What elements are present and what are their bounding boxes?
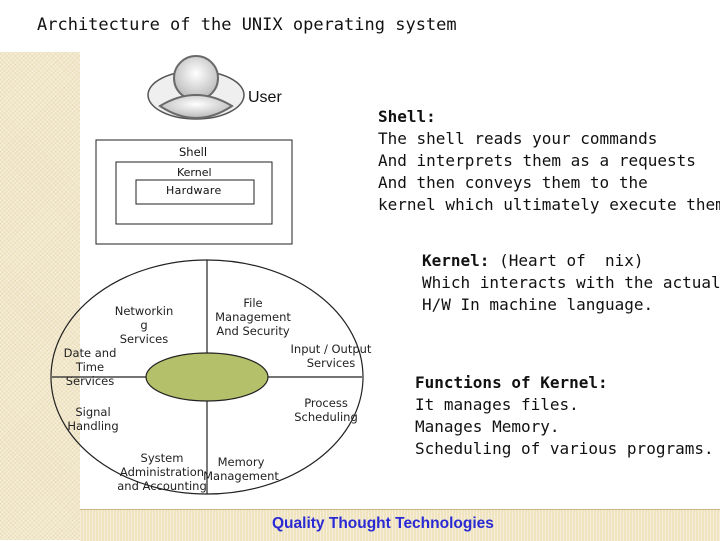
hardware-layer-label: Hardware xyxy=(166,184,222,197)
user-icon xyxy=(147,55,245,120)
shell-layer-label: Shell xyxy=(179,145,208,159)
footer-brand: Quality Thought Technologies xyxy=(272,515,494,532)
shell-note-heading: Shell: xyxy=(378,107,436,126)
kernel-functions-note: Functions of Kernel: It manages files. M… xyxy=(415,373,714,458)
title-strip xyxy=(0,0,640,52)
wheel-spokes xyxy=(52,260,362,494)
slide-title: Architecture of the UNIX operating syste… xyxy=(37,15,457,35)
kernel-note-heading: Kernel: xyxy=(422,251,490,270)
kernel-note: Kernel: (Heart of nix) Which interacts w… xyxy=(422,251,720,314)
kernel-functions-heading: Functions of Kernel: xyxy=(415,373,608,392)
user-label: User xyxy=(248,89,282,106)
shell-note: Shell: The shell reads your commands And… xyxy=(378,106,720,216)
wheel-hub xyxy=(145,352,269,402)
footer-band xyxy=(80,509,720,541)
kernel-layer-label: Kernel xyxy=(177,166,212,179)
hardware-layer-box xyxy=(135,179,255,205)
